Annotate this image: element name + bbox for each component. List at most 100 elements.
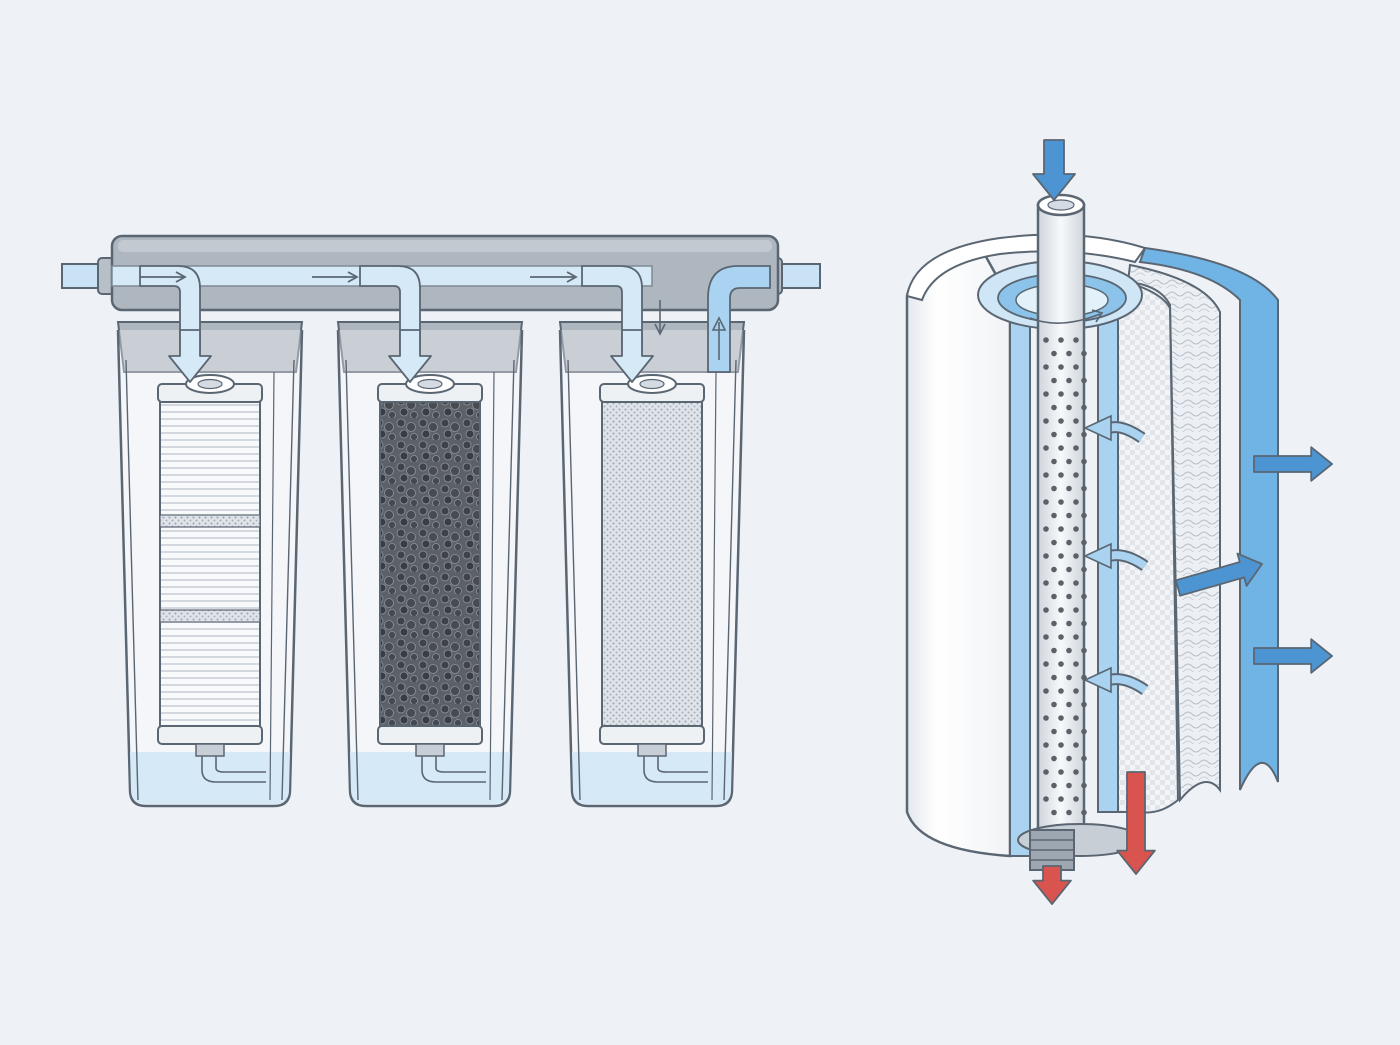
perforation-hole <box>1051 782 1057 789</box>
perforation-hole <box>1043 796 1049 802</box>
perforation-hole <box>1081 809 1087 816</box>
cartridge-media <box>379 389 481 731</box>
bowl-wall-inner <box>489 371 495 801</box>
perforation-hole <box>1081 593 1087 600</box>
perforation-hole <box>1043 580 1049 586</box>
outer-shell <box>905 244 1012 858</box>
perforation-hole <box>1073 445 1079 451</box>
cartridge-inlet-hole <box>197 378 223 390</box>
perforation-hole <box>1073 364 1079 370</box>
permeate-tube-opening <box>1047 199 1075 211</box>
housing-cap <box>116 321 304 373</box>
blue-arrow-icon <box>1253 638 1333 674</box>
perforation-hole <box>1081 404 1087 411</box>
red-arrow-icon <box>1116 771 1156 875</box>
cartridge-media <box>601 389 703 731</box>
bowl-wall-right <box>501 359 515 801</box>
perforation-hole <box>1058 688 1064 694</box>
swirl-arrow-icon <box>1029 313 1101 324</box>
perforation-hole <box>1081 701 1087 708</box>
perforation-hole <box>1043 769 1049 775</box>
perforation-hole <box>1043 553 1049 559</box>
bowl-wall-inner <box>269 371 275 801</box>
perforation-hole <box>1073 526 1079 532</box>
spacer-layer <box>1126 263 1221 803</box>
perforation-hole <box>1058 715 1064 721</box>
bowl-wall-right <box>723 359 737 801</box>
perforation-hole <box>1066 782 1072 789</box>
perforation-hole <box>1066 485 1072 492</box>
return-tube <box>643 756 708 783</box>
perforation-hole <box>1081 431 1087 438</box>
perforation-hole <box>1081 350 1087 357</box>
perforation-hole <box>1051 404 1057 411</box>
cartridge-stem <box>637 743 667 757</box>
cartridge-bottom-cap <box>599 725 705 745</box>
housing-water <box>350 752 510 804</box>
return-tube <box>421 756 486 783</box>
tube-perforations <box>1043 337 1087 816</box>
arrow-head <box>654 323 666 336</box>
arrow-head <box>175 271 187 283</box>
perforation-hole <box>1051 701 1057 708</box>
perforation-hole <box>1073 553 1079 559</box>
perforation-hole <box>1073 661 1079 667</box>
perforation-hole <box>1066 350 1072 357</box>
perforation-hole <box>1066 458 1072 465</box>
perforation-hole <box>1051 593 1057 600</box>
spiral-membrane-element <box>905 139 1333 905</box>
perforation-hole <box>1043 526 1049 532</box>
perforation-hole <box>1073 418 1079 424</box>
cartridge-bottom-cap <box>157 725 263 745</box>
perforation-hole <box>1043 418 1049 424</box>
cartridge-band <box>159 514 261 528</box>
perforation-hole <box>1073 607 1079 613</box>
perforation-hole <box>1043 715 1049 721</box>
perforation-hole <box>1058 661 1064 667</box>
cartridge-stem <box>195 743 225 757</box>
perforation-hole <box>1066 809 1072 816</box>
cartridge-band <box>159 609 261 623</box>
arrow-head <box>347 271 359 283</box>
perforation-hole <box>1058 418 1064 424</box>
perforation-hole <box>1073 391 1079 397</box>
perforation-hole <box>1058 364 1064 370</box>
manifold-highlight <box>118 240 772 252</box>
perforation-hole <box>1043 634 1049 640</box>
perforation-hole <box>1058 607 1064 613</box>
return-tube <box>657 756 708 773</box>
perforation-hole <box>1081 647 1087 654</box>
perforation-hole <box>1043 688 1049 694</box>
housing-water <box>130 752 290 804</box>
perforation-hole <box>1066 701 1072 708</box>
perforation-hole <box>1058 445 1064 451</box>
blue-arrow-icon <box>1174 552 1263 597</box>
filter-housing-1 <box>116 265 304 808</box>
housing-water <box>572 752 732 804</box>
perforation-hole <box>1051 755 1057 762</box>
perforation-hole <box>1043 364 1049 370</box>
perforation-hole <box>1058 553 1064 559</box>
inflow-arrow-icon <box>1083 542 1112 570</box>
perforation-hole <box>1051 485 1057 492</box>
cartridge-inlet-hole <box>639 378 665 390</box>
perforation-hole <box>1058 796 1064 802</box>
perforation-hole <box>1066 566 1072 573</box>
perforation-hole <box>1081 755 1087 762</box>
perforation-hole <box>1073 742 1079 748</box>
perforation-hole <box>1073 580 1079 586</box>
perforation-hole <box>1058 526 1064 532</box>
outlet-upflow <box>707 265 771 373</box>
perforation-hole <box>1043 607 1049 613</box>
perforation-hole <box>1058 634 1064 640</box>
perforation-hole <box>1081 512 1087 519</box>
filter-housing-3 <box>558 265 746 808</box>
perforation-hole <box>1043 661 1049 667</box>
bowl-wall-left <box>345 359 359 801</box>
red-arrow-icon <box>1032 865 1072 905</box>
perforation-hole <box>1073 688 1079 694</box>
perforation-hole <box>1051 512 1057 519</box>
perforation-hole <box>1066 620 1072 627</box>
perforation-hole <box>1066 728 1072 735</box>
